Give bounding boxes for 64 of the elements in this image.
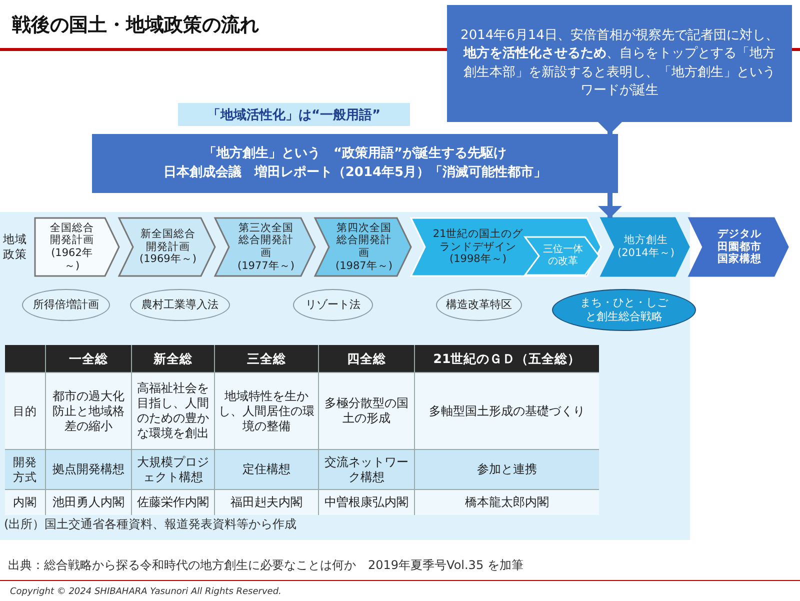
chevron-label: 全国総合開発計画 [49, 222, 95, 247]
chevron-label: 地方創生 [624, 234, 668, 247]
pointer-arrow [598, 193, 622, 218]
row-header: 目的 [5, 373, 45, 449]
table-cell: 多軸型国土形成の基礎づくり [415, 373, 599, 449]
chevron-label: 第四次全国総合開発計画 [336, 222, 392, 260]
chevron-label: デジタル田園都市国家構想 [716, 228, 762, 266]
table-cell: 21世紀のＧＤ（五全総） [415, 345, 599, 372]
ellipse-label: 所得倍増計画 [33, 298, 99, 312]
pointer-arrow [598, 122, 622, 134]
timeline-stage [119, 218, 215, 276]
banner-text: 日本創成会議 増田レポート（2014年5月）「消滅可能性都市」 [163, 164, 547, 182]
table-cell: 新全総 [132, 345, 214, 372]
banner-text: 「地方創生」という “政策用語”が誕生する先駆け [203, 145, 507, 164]
table-cell: 橋本龍太郎内閣 [415, 490, 599, 515]
ellipse-label: 農村工業導入法 [142, 298, 218, 312]
row-header: 開発方式 [5, 450, 45, 489]
tag-text: 「地域活性化」は“一般用語” [207, 106, 381, 124]
chevron-label: (2014年～) [618, 247, 674, 260]
chevron-label: 第三次全国総合開発計画 [238, 222, 294, 260]
chevron-label: (1962年～) [50, 247, 94, 272]
ellipse-label: まち・ひと・しごと創生総合戦略 [579, 296, 669, 324]
table-cell: 四全総 [319, 345, 414, 372]
callout-box [447, 5, 792, 122]
term-tag [178, 103, 410, 126]
source-note: (出所）国土交通省各種資料、報道発表資料等から作成 [4, 516, 297, 533]
table-cell: 参加と連携 [415, 450, 599, 489]
table-cell: 中曽根康弘内閣 [319, 490, 414, 515]
table-cell: 拠点開発構想 [46, 450, 131, 489]
table-cell: 地域特性を生かし、人間居住の環境の整備 [215, 373, 318, 449]
row-header: 内閣 [5, 490, 45, 515]
timeline-stage [689, 218, 788, 276]
title: 戦後の国土・地域政策の流れ [12, 13, 259, 38]
table-cell: 大規模プロジェクト構想 [132, 450, 214, 489]
table-cell: 福田赳夫内閣 [215, 490, 318, 515]
table-cell: 一全総 [46, 345, 131, 372]
chevron-label: 三位一体の改革 [542, 244, 584, 268]
ellipse-label: 構造改革特区 [446, 298, 512, 312]
table-cell: 交流ネットワーク構想 [319, 450, 414, 489]
chevron-label: 新全国総合開発計画 [140, 228, 196, 254]
callout-box [92, 134, 618, 193]
table-cell: 都市の過大化防止と地域格差の縮小 [46, 373, 131, 449]
timeline-stage [411, 218, 601, 276]
copyright-text: Copyright © 2024 SHIBAHARA Yasunori All Rights Reserved. [10, 587, 282, 597]
timeline-stage [35, 218, 119, 276]
table-cell: 高福祉社会を目指し、人間のための豊かな環境を創出 [132, 373, 214, 449]
table-cell: 佐藤栄作内閣 [132, 490, 214, 515]
ellipse-label: リゾート法 [306, 298, 360, 312]
chevron-label: (1977年～) [238, 260, 294, 272]
timeline-stage [601, 218, 689, 276]
table-cell: 三全総 [215, 345, 318, 372]
chevron-label: (1987年～) [336, 260, 392, 272]
chevron-label: (1998年～) [450, 253, 506, 266]
table-cell: 多極分散型の国土の形成 [319, 373, 414, 449]
chevron-label: (1969年～) [140, 253, 196, 266]
timeline-stage [215, 218, 315, 276]
chevron-label: 21世紀の国土のグランドデザイン [432, 228, 524, 254]
callout-text: 2014年6月14日、安倍首相が視察先で記者団に対し、地方を活性化させるため、自らをトップとする「地方創生本部」を新設すると表明し、「地方創生」というワードが誕生 [460, 27, 780, 100]
table-cell: 定住構想 [215, 450, 318, 489]
table-cell: 池田勇人内閣 [46, 490, 131, 515]
timeline-stage [525, 237, 599, 275]
row-label: 地域政策 [3, 232, 28, 262]
source-note: 出典：総合戦略から探る令和時代の地方創生に必要なことは何か 2019年夏季号Vol.35 を加筆 [8, 557, 524, 574]
timeline-stage [315, 218, 411, 276]
